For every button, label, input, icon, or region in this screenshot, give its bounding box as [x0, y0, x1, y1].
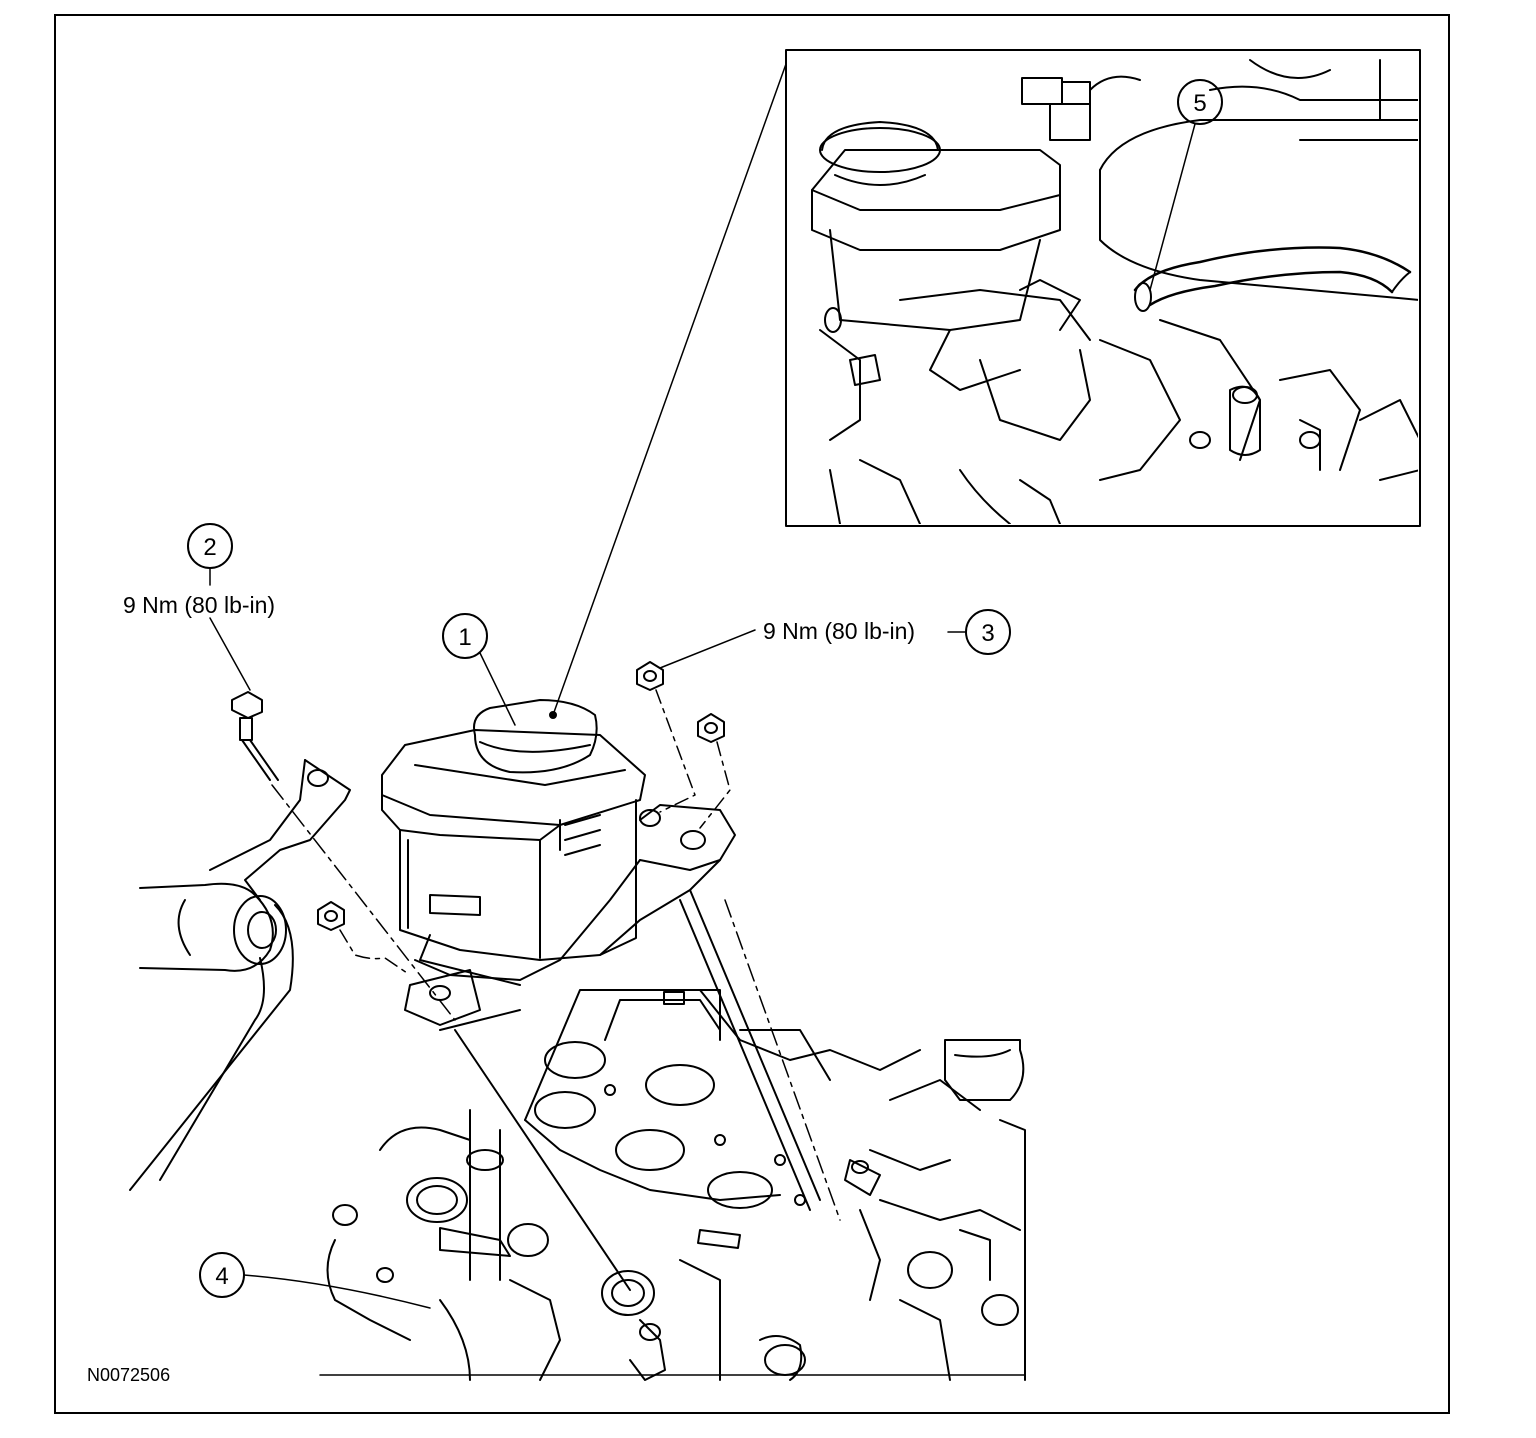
- torque-spec-2: 9 Nm (80 lb-in): [123, 592, 276, 618]
- nuts-3: [317, 661, 841, 1221]
- callout-number-2: 2: [203, 534, 216, 561]
- mounting-bracket: [404, 804, 821, 1211]
- callout-5: [1149, 79, 1223, 291]
- left-support-bracket: [129, 759, 351, 1191]
- engine-block: [326, 1109, 806, 1381]
- fluid-reservoir: [381, 699, 646, 961]
- callout-number-1: 1: [458, 624, 471, 651]
- figure-id: N0072506: [87, 1365, 171, 1385]
- engine-right-side: [844, 1039, 1026, 1381]
- torque-spec-3: 9 Nm (80 lb-in): [763, 618, 916, 644]
- callout-3: [659, 609, 1011, 669]
- diagram-frame: [54, 14, 1450, 1414]
- callout-number-5: 5: [1193, 90, 1206, 117]
- callout-1: [442, 613, 557, 726]
- intake-manifold: [524, 989, 921, 1249]
- callout-number-3: 3: [981, 620, 994, 647]
- main-illustration: [129, 661, 1026, 1381]
- callout-number-4: 4: [215, 1263, 228, 1290]
- callout-4: [199, 1252, 431, 1309]
- callout-2: [187, 523, 251, 691]
- bolt-2: [231, 691, 631, 1291]
- inset-detail-view: [785, 49, 1421, 527]
